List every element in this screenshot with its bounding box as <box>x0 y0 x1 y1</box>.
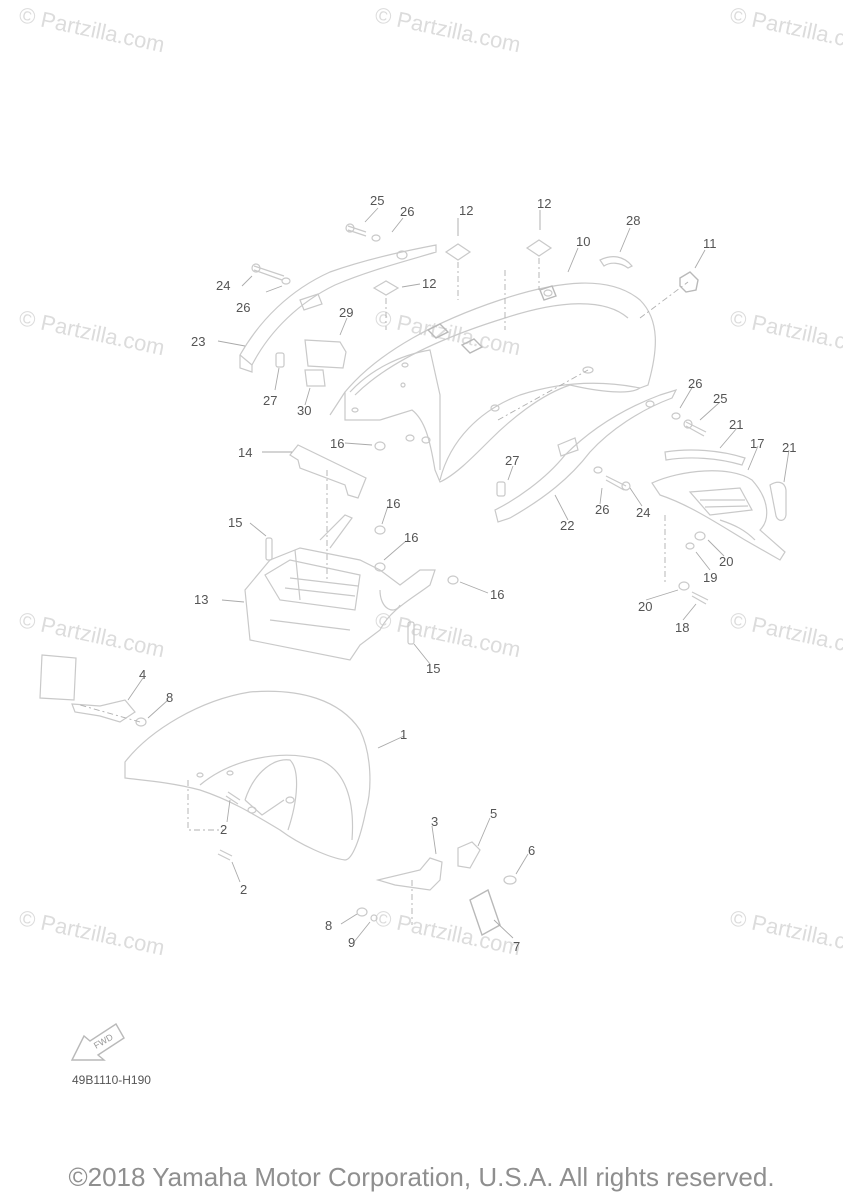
callout-20: 20 <box>719 554 733 569</box>
callout-20: 20 <box>638 599 652 614</box>
fwd-label: FWD <box>92 1032 115 1051</box>
callout-9: 9 <box>348 935 355 950</box>
callout-2: 2 <box>220 822 227 837</box>
callout-2: 2 <box>240 882 247 897</box>
bolt-6 <box>503 875 517 885</box>
callout-8: 8 <box>325 918 332 933</box>
callout-25: 25 <box>370 193 384 208</box>
bracket-14 <box>289 444 367 499</box>
callout-15: 15 <box>228 515 242 530</box>
reflector-strip <box>769 481 787 521</box>
callout-25: 25 <box>713 391 727 406</box>
sticker-12 <box>444 243 472 261</box>
callout-27: 27 <box>263 393 277 408</box>
nut-16 <box>374 562 386 572</box>
bolt-25 <box>345 223 381 242</box>
side-rail-right <box>494 389 678 523</box>
callout-12: 12 <box>537 196 551 211</box>
callout-15: 15 <box>426 661 440 676</box>
nut-8 <box>135 717 147 727</box>
bracket-4 <box>71 699 136 723</box>
callout-24: 24 <box>216 278 230 293</box>
pin-15 <box>407 621 415 645</box>
callout-11: 11 <box>703 236 717 251</box>
callout-17: 17 <box>750 436 764 451</box>
tail-light-bracket <box>651 470 786 561</box>
bolt-2 <box>225 791 241 805</box>
clip-5 <box>457 841 481 869</box>
callout-3: 3 <box>431 814 438 829</box>
callout-19: 19 <box>703 570 717 585</box>
nut-8 <box>356 907 368 917</box>
bolt-2 <box>217 849 233 861</box>
inner-fender-flap <box>244 514 436 661</box>
bolt-18 <box>691 591 709 605</box>
callout-16: 16 <box>330 436 344 451</box>
hose-guide-3 <box>375 857 443 891</box>
washer-9 <box>370 914 378 922</box>
callout-labels: 1 2 2 3 4 5 6 7 8 8 9 10 11 12 12 12 13 … <box>139 193 796 954</box>
reflector-7 <box>469 888 501 937</box>
callout-5: 5 <box>490 806 497 821</box>
callout-27: 27 <box>505 453 519 468</box>
callout-14: 14 <box>238 445 252 460</box>
callout-8: 8 <box>166 690 173 705</box>
callout-28: 28 <box>626 213 640 228</box>
part-27 <box>496 481 506 497</box>
nut-16 <box>374 441 386 451</box>
callout-26: 26 <box>595 502 609 517</box>
callout-6: 6 <box>528 843 535 858</box>
callout-21: 21 <box>729 417 743 432</box>
assembly-line <box>79 258 689 925</box>
reflector-front <box>39 654 77 701</box>
diagram-code: 49B1110-H190 <box>72 1073 151 1087</box>
part-27 <box>275 352 285 368</box>
callout-26: 26 <box>688 376 702 391</box>
grommet-11 <box>679 271 699 293</box>
callout-12: 12 <box>459 203 473 218</box>
reflector-strip <box>664 449 746 466</box>
part-29 <box>304 339 347 369</box>
bolt-25-right <box>671 412 707 437</box>
callout-29: 29 <box>339 305 353 320</box>
sticker-12 <box>525 239 553 257</box>
nut-16 <box>374 525 386 535</box>
washer-20 <box>694 531 706 541</box>
sticker-12 <box>372 280 400 296</box>
callout-13: 13 <box>194 592 208 607</box>
callout-1: 1 <box>400 727 407 742</box>
callout-26: 26 <box>400 204 414 219</box>
fwd-arrow-icon: FWD <box>70 1023 125 1061</box>
copyright-notice: ©2018 Yamaha Motor Corporation, U.S.A. A… <box>68 1162 775 1192</box>
callout-10: 10 <box>576 234 590 249</box>
callout-16: 16 <box>386 496 400 511</box>
callout-26: 26 <box>236 300 250 315</box>
pin-15 <box>265 537 273 561</box>
callout-16: 16 <box>490 587 504 602</box>
callout-18: 18 <box>675 620 689 635</box>
rear-fender <box>329 282 656 483</box>
callout-24: 24 <box>636 505 650 520</box>
callout-7: 7 <box>513 939 520 954</box>
callout-21: 21 <box>782 440 796 455</box>
nut-19 <box>685 542 695 550</box>
callout-22: 22 <box>560 518 574 533</box>
callout-16: 16 <box>404 530 418 545</box>
bolt-24 <box>251 263 291 285</box>
washer-20 <box>678 581 690 591</box>
nut-16 <box>447 575 459 585</box>
side-rail-left <box>239 244 437 373</box>
clip-28 <box>599 256 633 269</box>
callout-30: 30 <box>297 403 311 418</box>
callout-12: 12 <box>422 276 436 291</box>
bolt-24-right <box>593 466 631 491</box>
callout-4: 4 <box>139 667 146 682</box>
part-30 <box>304 369 326 387</box>
callout-23: 23 <box>191 334 205 349</box>
front-fender <box>124 690 371 861</box>
